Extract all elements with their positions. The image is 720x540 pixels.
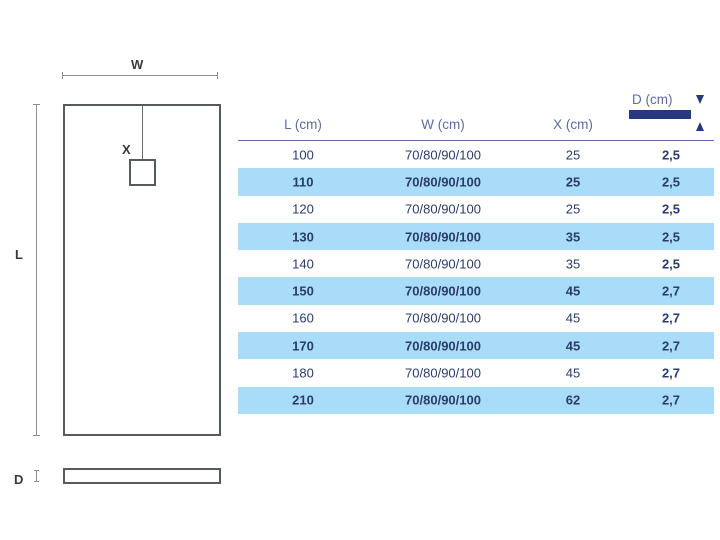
table-row: 150 70/80/90/100 45 2,7 <box>238 277 714 305</box>
cell-d: 2,5 <box>661 201 681 217</box>
cell-d: 2,7 <box>661 392 681 408</box>
table-row: 160 70/80/90/100 45 2,7 <box>238 304 714 333</box>
table-header-row: L (cm) W (cm) X (cm) D (cm) <box>238 92 714 141</box>
drain-leader-line <box>142 105 143 173</box>
table-row: 110 70/80/90/100 25 2,5 <box>238 168 714 196</box>
cell-l: 100 <box>292 147 314 163</box>
arrow-down-icon <box>696 95 704 104</box>
depth-dimension-label: D <box>14 472 24 487</box>
width-dimension-line <box>62 72 218 79</box>
cell-d: 2,7 <box>661 338 681 354</box>
thickness-bar-icon <box>629 110 691 119</box>
cell-w: 70/80/90/100 <box>405 256 481 272</box>
column-header-l: L (cm) <box>284 117 322 132</box>
header-divider <box>238 140 714 141</box>
table-row: 100 70/80/90/100 25 2,5 <box>238 141 714 169</box>
cell-w: 70/80/90/100 <box>405 310 481 326</box>
cell-x: 25 <box>565 147 581 163</box>
cell-l: 160 <box>292 310 314 326</box>
cell-w: 70/80/90/100 <box>405 338 481 354</box>
column-header-d: D (cm) <box>628 92 714 138</box>
table-row: 140 70/80/90/100 35 2,5 <box>238 250 714 278</box>
cell-x: 35 <box>565 229 581 245</box>
cell-x: 45 <box>565 338 581 354</box>
table-row: 120 70/80/90/100 25 2,5 <box>238 195 714 223</box>
cell-d: 2,5 <box>661 147 681 163</box>
cell-l: 130 <box>292 229 314 245</box>
cell-w: 70/80/90/100 <box>405 174 481 190</box>
drain-offset-label: X <box>122 142 132 157</box>
table-row: 210 70/80/90/100 62 2,7 <box>238 386 714 414</box>
cell-w: 70/80/90/100 <box>405 201 481 217</box>
cell-l: 140 <box>292 256 314 272</box>
length-dimension-label: L <box>15 247 24 262</box>
cell-x: 45 <box>565 365 581 381</box>
cell-l: 150 <box>292 283 314 299</box>
cell-l: 210 <box>292 392 314 408</box>
cell-l: 180 <box>292 365 314 381</box>
column-header-d-label: D (cm) <box>632 92 673 107</box>
cell-w: 70/80/90/100 <box>405 229 481 245</box>
table-row: 180 70/80/90/100 45 2,7 <box>238 359 714 387</box>
cell-l: 120 <box>292 201 314 217</box>
cell-d: 2,5 <box>661 256 681 272</box>
cell-d: 2,7 <box>661 310 681 326</box>
width-dimension-label: W <box>131 57 144 72</box>
cell-w: 70/80/90/100 <box>405 283 481 299</box>
cell-w: 70/80/90/100 <box>405 365 481 381</box>
shower-tray-side-profile-icon <box>63 468 221 484</box>
cell-d: 2,7 <box>661 283 681 299</box>
cell-x: 45 <box>565 310 581 326</box>
arrow-up-icon <box>696 122 704 131</box>
cell-x: 25 <box>565 174 581 190</box>
technical-drawing: W L X D <box>0 0 240 540</box>
length-dimension-line <box>33 104 40 436</box>
cell-w: 70/80/90/100 <box>405 392 481 408</box>
cell-x: 45 <box>565 283 581 299</box>
cell-x: 25 <box>565 201 581 217</box>
cell-x: 35 <box>565 256 581 272</box>
cell-w: 70/80/90/100 <box>405 147 481 163</box>
table-body: 100 70/80/90/100 25 2,5 110 70/80/90/100 25 2,5… <box>238 141 714 414</box>
depth-dimension-line <box>34 470 39 482</box>
cell-d: 2,5 <box>661 174 681 190</box>
table-row: 130 70/80/90/100 35 2,5 <box>238 222 714 251</box>
cell-d: 2,5 <box>661 229 681 245</box>
drain-square-icon <box>129 159 156 186</box>
column-header-x: X (cm) <box>553 117 593 132</box>
cell-l: 110 <box>292 174 314 190</box>
table-row: 170 70/80/90/100 45 2,7 <box>238 332 714 360</box>
cell-d: 2,7 <box>661 365 681 381</box>
cell-x: 62 <box>565 392 581 408</box>
specification-table: L (cm) W (cm) X (cm) D (cm) 100 70/80/90/… <box>238 92 714 414</box>
column-header-w: W (cm) <box>421 117 465 132</box>
cell-l: 170 <box>292 338 314 354</box>
